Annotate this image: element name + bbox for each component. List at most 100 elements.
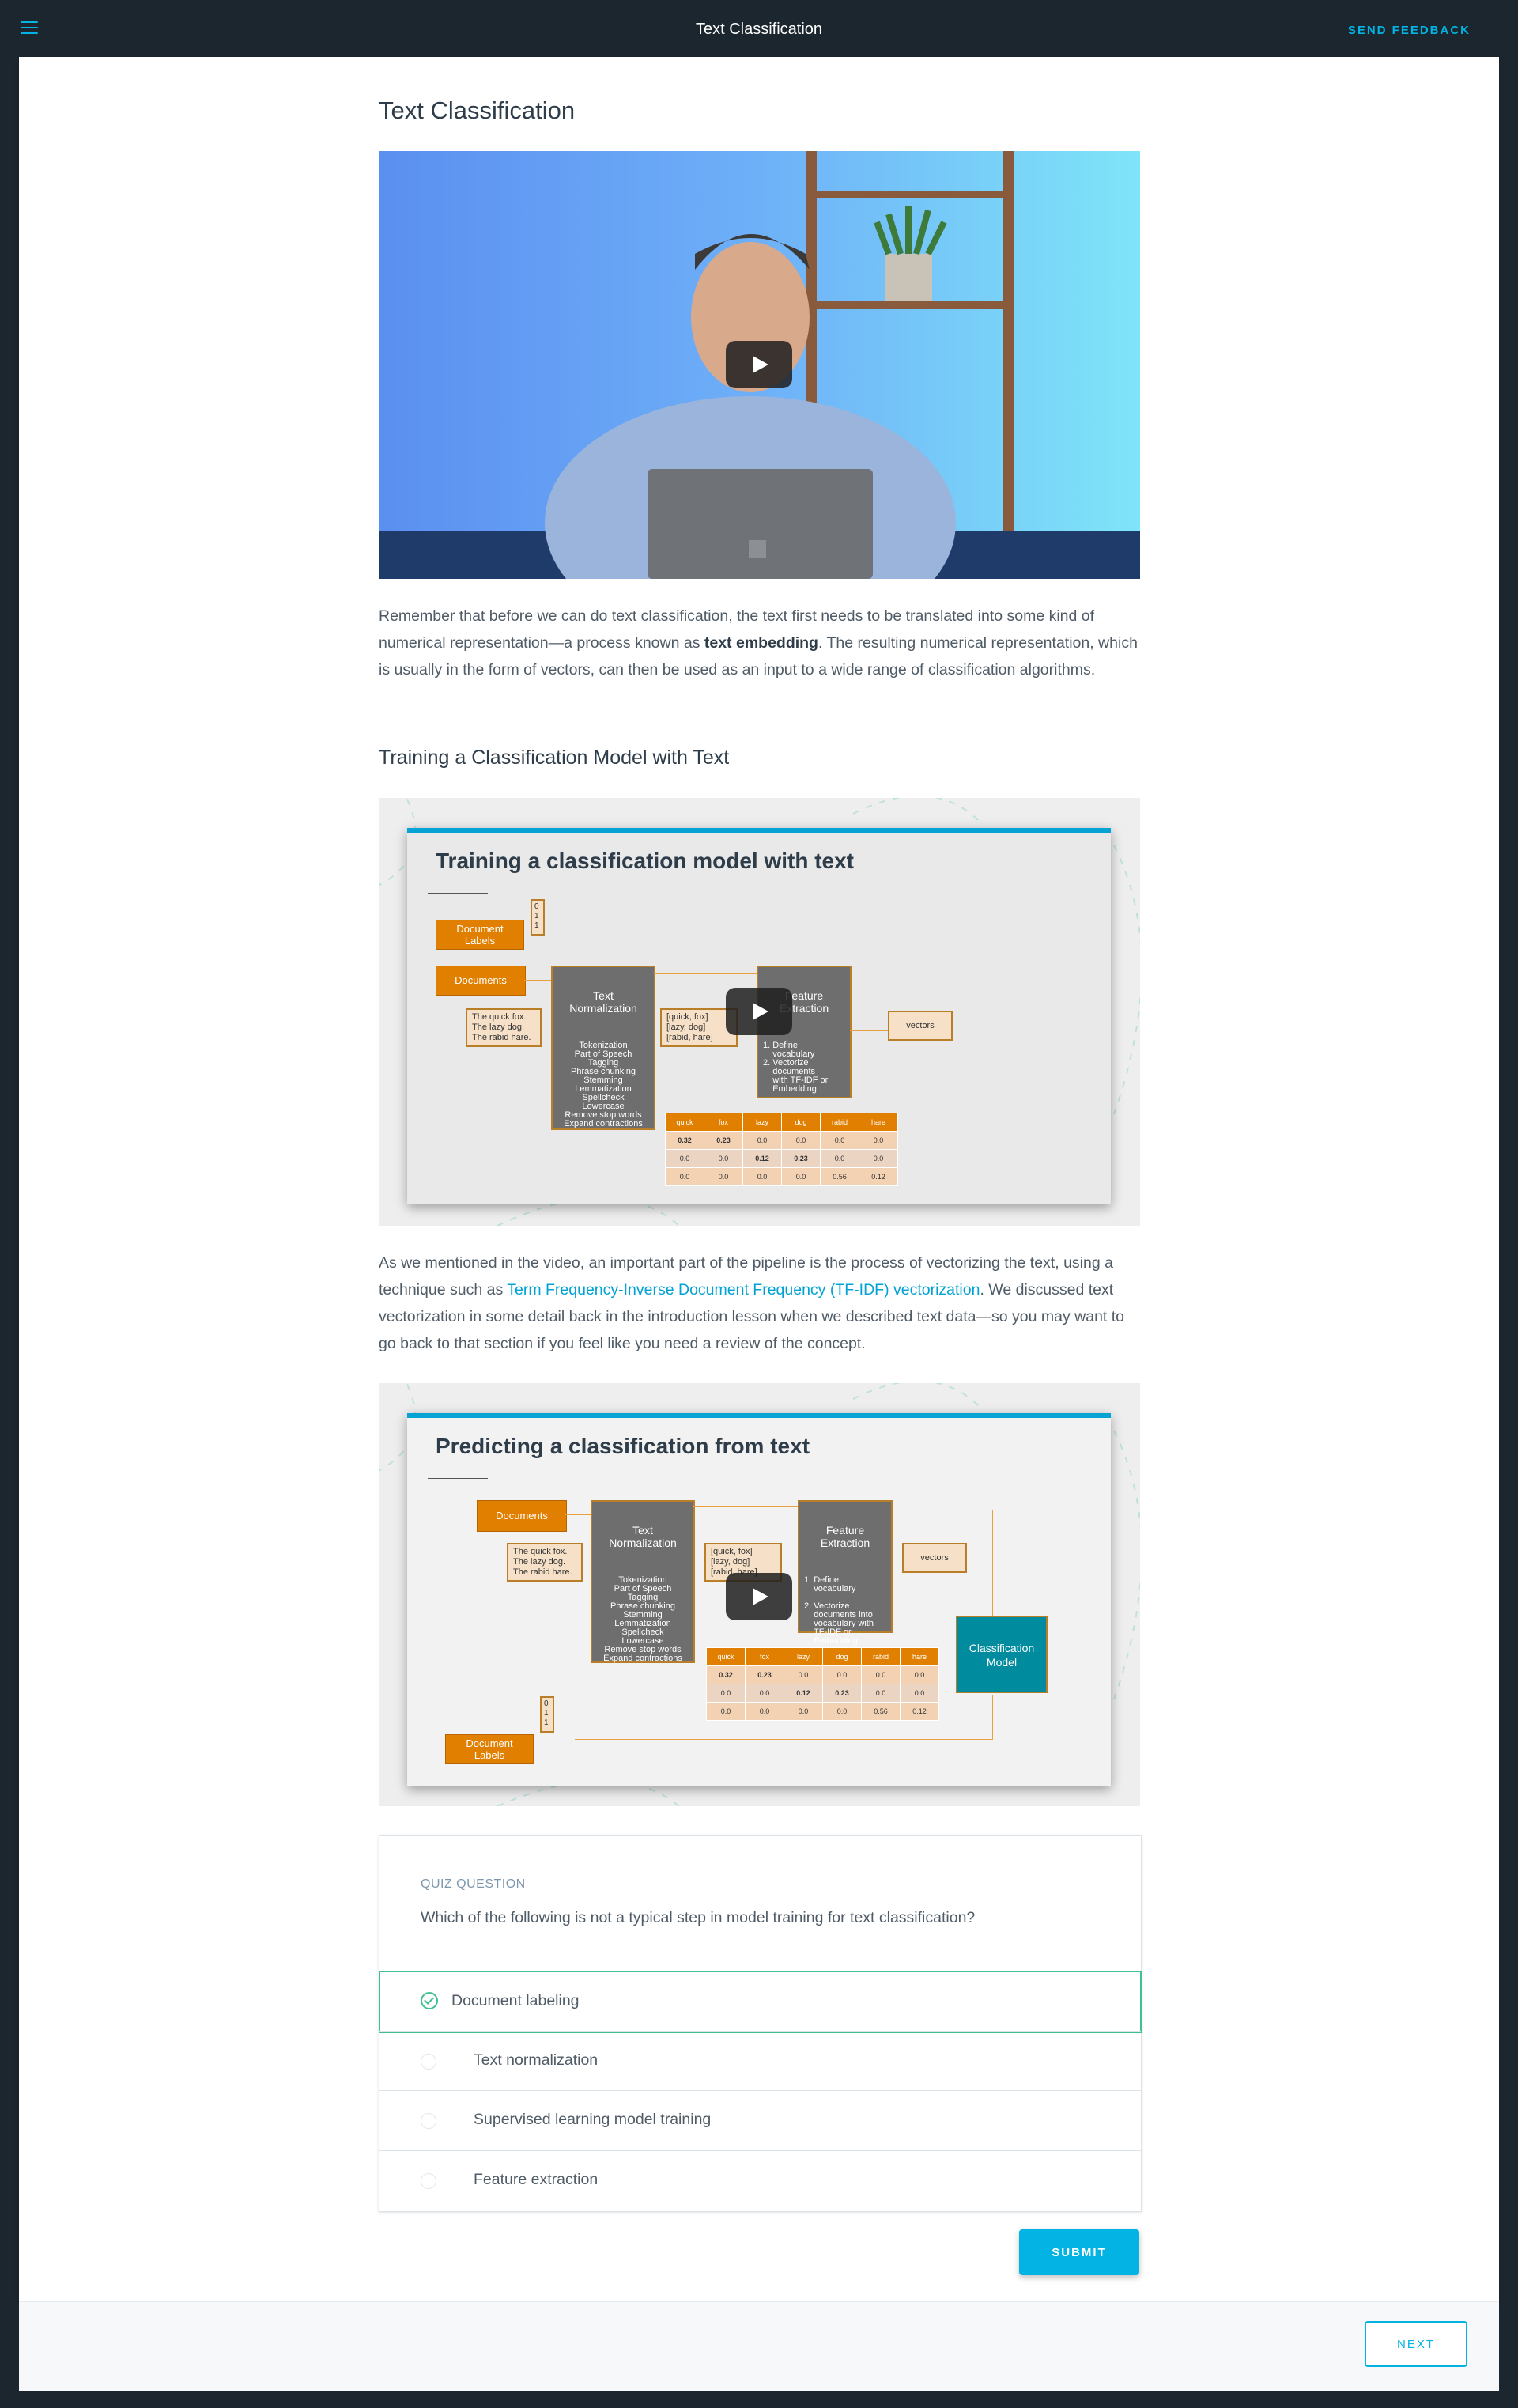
matrix-cell: 0.23 [781,1149,821,1168]
radio-icon[interactable] [421,2054,436,2070]
matrix-cell: 0.0 [784,1702,823,1721]
matrix-cell: 0.0 [742,1131,782,1150]
document-labels-box: Document Labels [445,1734,534,1764]
normalization-steps: Tokenization Part of Speech Tagging Phra… [564,1041,643,1128]
option-label: Feature extraction [474,2171,599,2188]
matrix-cell: 0.32 [665,1131,704,1150]
title-underline [428,893,488,894]
quiz-option-document-labeling[interactable]: Document labeling [379,1971,1142,2033]
video-player-training[interactable]: Training a classification model with tex… [379,798,1140,1226]
footer-bar [19,2301,1499,2391]
matrix-cell: 0.0 [781,1167,821,1186]
matrix-cell: 0.56 [820,1167,859,1186]
matrix-cell: 0.23 [704,1131,743,1150]
play-icon[interactable] [726,988,792,1035]
matrix-cell: 0.12 [900,1702,939,1721]
matrix-cell: 0.0 [745,1684,784,1703]
tfidf-link[interactable]: Term Frequency-Inverse Document Frequenc… [507,1281,980,1299]
slide-title: Predicting a classification from text [436,1434,810,1458]
quiz-card: QUIZ QUESTION Which of the following is … [379,1835,1142,2212]
topbar-title: Text Classification [695,21,823,38]
normalization-title: Text Normalization [569,989,637,1015]
option-label: Document labeling [451,1992,580,2009]
submit-button[interactable]: SUBMIT [1019,2229,1139,2275]
normalization-steps: Tokenization Part of Speech Tagging Phra… [603,1575,682,1663]
matrix-cell: 0.0 [900,1684,939,1703]
matrix-cell: 0.0 [822,1665,862,1684]
section-heading: Training a Classification Model with Tex… [379,747,730,769]
matrix-cell: 0.0 [784,1665,823,1684]
feature-extraction-steps: 1. Define vocabulary 2. Vectorize docume… [804,1575,874,1646]
arrow [992,1695,993,1739]
hamburger-menu-icon[interactable] [21,21,38,36]
matrix-header: hare [900,1647,939,1666]
matrix-cell: 0.0 [822,1702,862,1721]
vectorization-paragraph: As we mentioned in the video, an importa… [379,1254,1125,1352]
matrix-cell: 0.0 [665,1167,704,1186]
feature-extraction-steps: 1. Define vocabulary 2. Vectorize docume… [763,1041,829,1094]
intro-paragraph: Remember that before we can do text clas… [379,607,1138,679]
radio-icon[interactable] [421,2173,436,2189]
normalization-title: Text Normalization [609,1524,677,1549]
document-labels-box: Document Labels [436,920,524,950]
matrix-cell: 0.0 [820,1149,859,1168]
matrix-cell: 0.0 [742,1167,782,1186]
check-circle-icon [421,1992,438,2009]
play-icon[interactable] [726,1573,792,1620]
radio-icon[interactable] [421,2113,436,2129]
matrix-cell: 0.0 [900,1665,939,1684]
matrix-header: quick [665,1113,704,1132]
matrix-cell: 0.0 [745,1702,784,1721]
send-feedback-link[interactable]: SEND FEEDBACK [1347,24,1471,37]
documents-text: The quick fox. The lazy dog. The rabid h… [466,1008,542,1047]
arrow [992,1510,993,1616]
quiz-question: Which of the following is not a typical … [421,1909,976,1926]
matrix-header: lazy [742,1113,782,1132]
classification-model-box: Classification Model [956,1616,1048,1693]
quiz-option-feature-extraction[interactable]: Feature extraction [380,2150,1141,2210]
matrix-cell: 0.0 [704,1167,743,1186]
video-player-predicting[interactable]: Predicting a classification from text Do… [379,1383,1140,1806]
feature-extraction-box: Feature Extraction 1. Define vocabulary … [798,1500,893,1646]
vectors-box: vectors [902,1543,967,1573]
label-bits: 0 1 1 [540,1696,554,1733]
option-label: Supervised learning model training [474,2111,712,2128]
matrix-cell: 0.32 [706,1665,746,1684]
matrix-cell: 0.56 [861,1702,901,1721]
label-bits: 0 1 1 [531,899,545,936]
matrix-cell: 0.12 [859,1167,898,1186]
top-bar: Text Classification SEND FEEDBACK [0,0,1518,57]
matrix-cell: 0.23 [745,1665,784,1684]
matrix-header: fox [745,1647,784,1666]
quiz-option-text-normalization[interactable]: Text normalization [380,2031,1141,2091]
matrix-cell: 0.0 [665,1149,704,1168]
next-button[interactable]: NEXT [1365,2321,1467,2367]
matrix-header: rabid [820,1113,859,1132]
matrix-header: quick [706,1647,746,1666]
matrix-cell: 0.0 [861,1684,901,1703]
quiz-option-supervised-training[interactable]: Supervised learning model training [380,2090,1141,2150]
matrix-header: fox [704,1113,743,1132]
documents-box: Documents [436,966,526,996]
page-title: Text Classification [379,96,576,124]
matrix-cell: 0.0 [861,1665,901,1684]
matrix-header: lazy [784,1647,823,1666]
feature-extraction-title: Feature Extraction [820,1524,870,1549]
matrix-cell: 0.12 [742,1149,782,1168]
matrix-cell: 0.0 [859,1149,898,1168]
option-label: Text normalization [474,2051,599,2069]
arrow [850,1030,889,1031]
arrow [693,1506,799,1507]
matrix-cell: 0.0 [859,1131,898,1150]
vectors-box: vectors [888,1011,953,1041]
play-icon[interactable] [726,341,792,388]
arrow [565,1514,592,1515]
arrow [524,980,557,981]
title-underline [428,1478,488,1479]
video-player-intro[interactable] [379,151,1140,579]
tokens-text: [quick, fox] [lazy, dog] [rabid, hare] [660,1008,738,1047]
matrix-header: dog [781,1113,821,1132]
slide-title: Training a classification model with tex… [436,849,855,873]
